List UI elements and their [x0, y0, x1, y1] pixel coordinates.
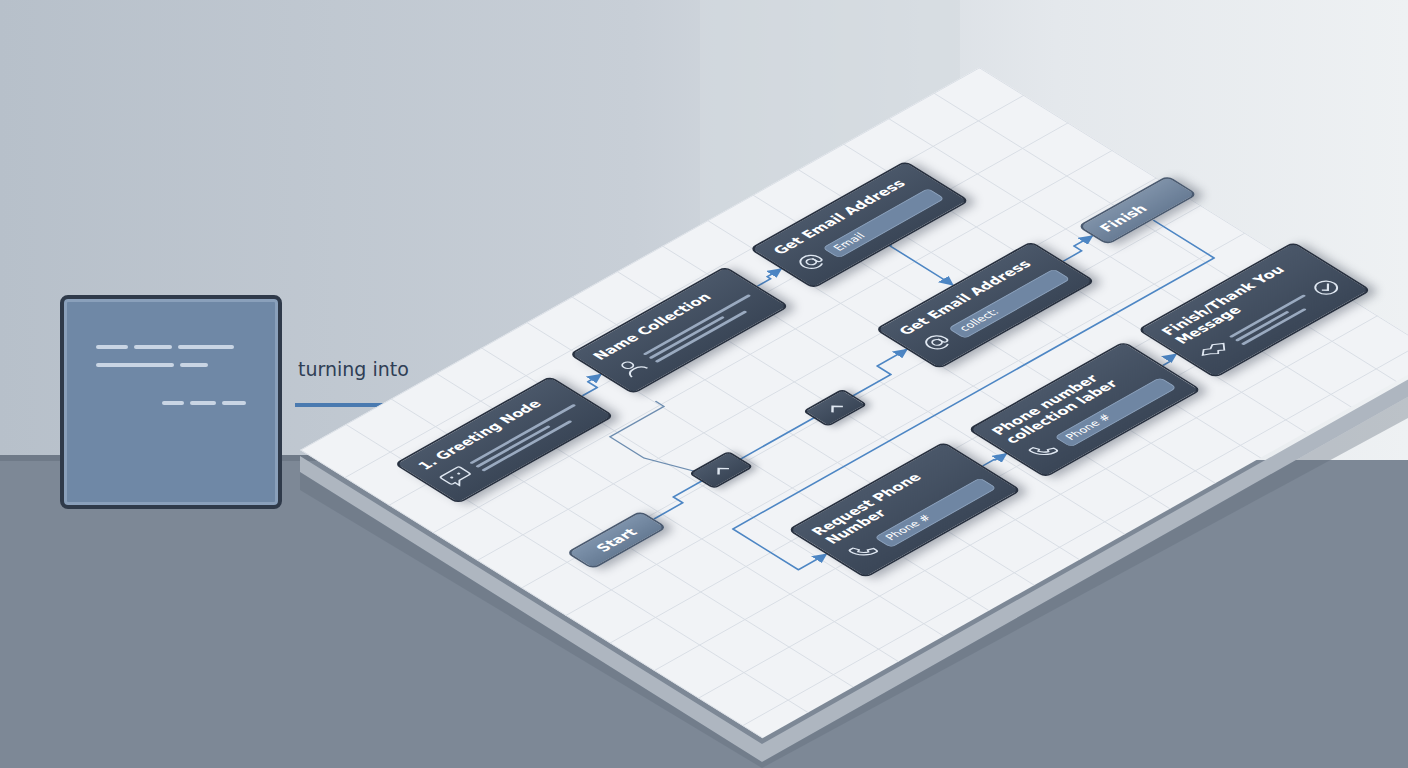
flow-connector [890, 245, 955, 285]
phone-icon [843, 539, 888, 566]
flow-connector [1160, 354, 1180, 365]
junction-chip [802, 389, 868, 427]
person-icon [610, 355, 655, 382]
node-title: Start [581, 519, 653, 560]
text-dashes [64, 299, 278, 505]
chevron-icon [806, 391, 865, 425]
chat-icon [435, 464, 481, 492]
check-icon [1306, 275, 1351, 302]
flow-connector [672, 220, 1279, 570]
process-box: 1. Greeting Node [394, 376, 615, 504]
flow-connector [754, 269, 784, 286]
process-box: Request Phone NumberPhone # [787, 441, 1022, 578]
end-box: Finish [1077, 175, 1199, 245]
phone-icon [1023, 439, 1068, 466]
process-box: Get Email Addresscollect: [875, 241, 1096, 369]
node-title: Finish [1096, 186, 1180, 234]
start-box: Start [565, 510, 668, 570]
transition-label: turning into [298, 358, 409, 380]
flow-connector [1056, 236, 1100, 261]
at-icon [791, 250, 836, 277]
at-icon [916, 330, 961, 357]
flow-connector [983, 453, 1006, 466]
process-box: Phone number collection laberPhone # [967, 341, 1202, 478]
process-box: Name Collection [569, 266, 790, 394]
process-box: Get Email AddressEmail [749, 160, 970, 288]
process-box: Finish/Thank You Message [1137, 241, 1372, 378]
source-panel [60, 295, 282, 509]
hands-icon [1193, 337, 1241, 366]
